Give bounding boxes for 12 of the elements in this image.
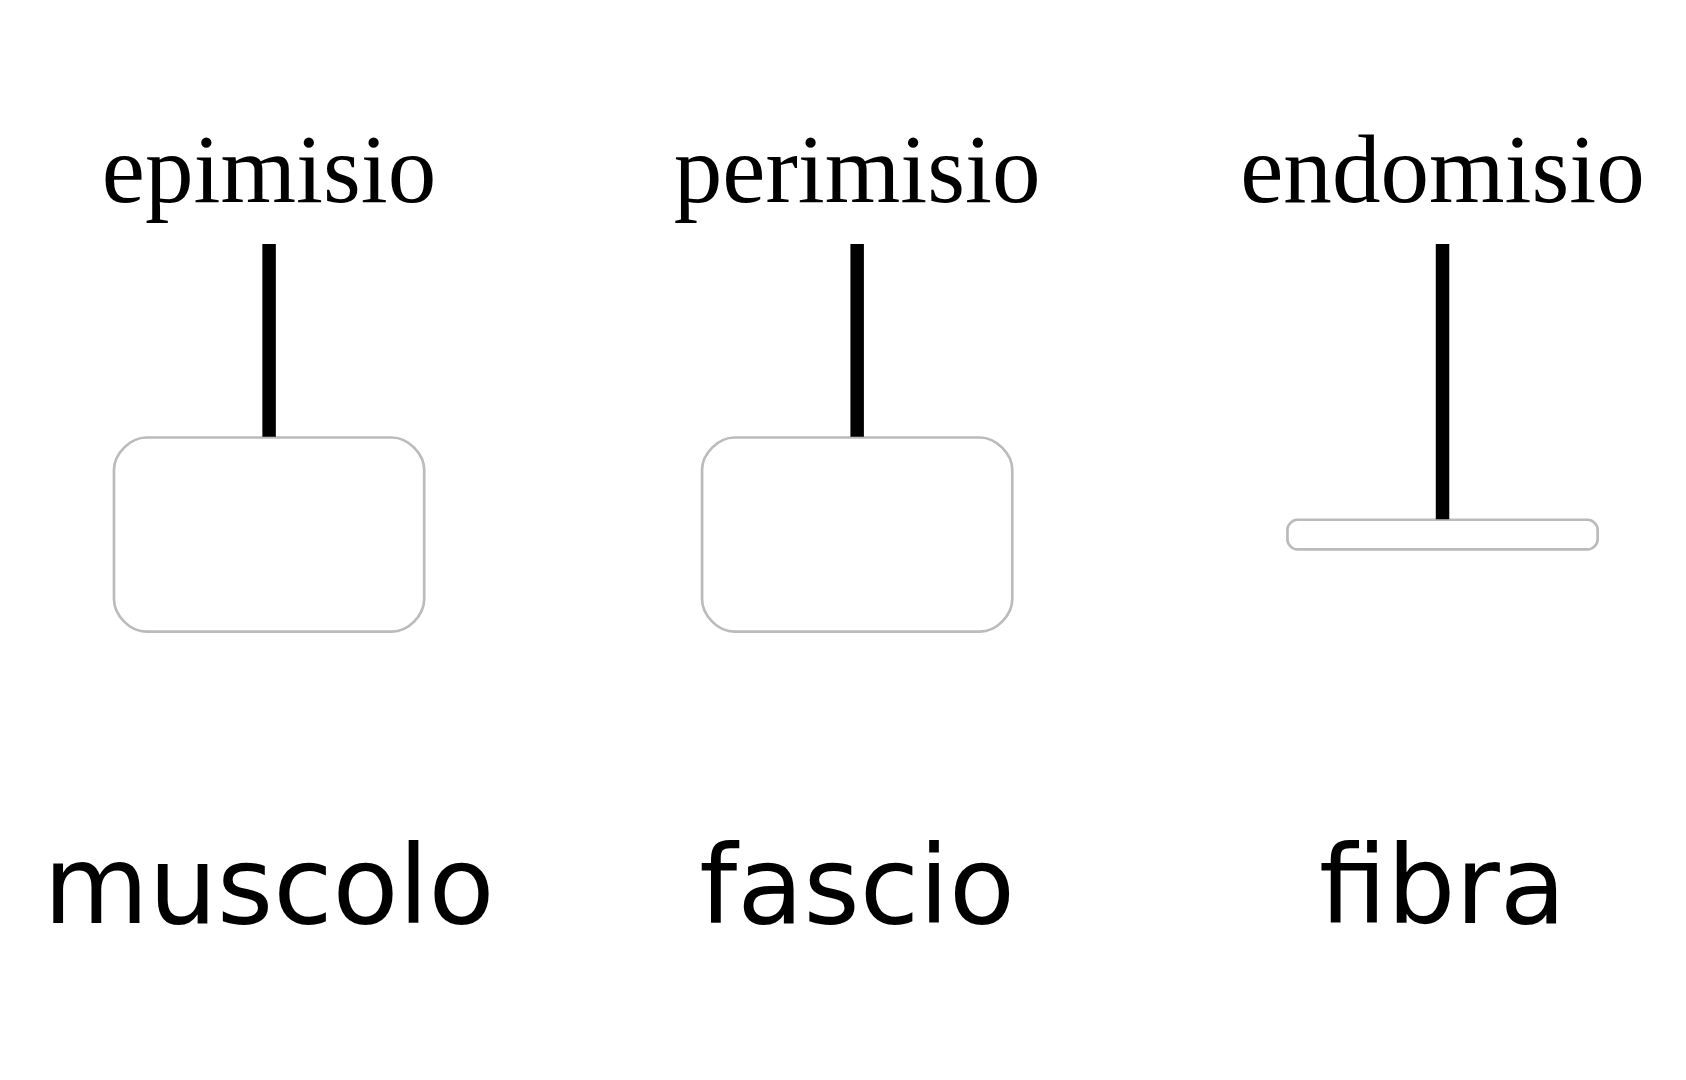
- connector: [262, 243, 276, 437]
- connector: [850, 243, 864, 437]
- label: fibra: [1319, 823, 1566, 949]
- label: muscolo: [43, 823, 495, 949]
- connector: [1435, 243, 1450, 520]
- node-bar: [1286, 518, 1599, 551]
- label: fascio: [699, 823, 1015, 949]
- node-text: perimisio: [673, 115, 1041, 224]
- node-text: endomisio: [1240, 115, 1645, 224]
- node-text: epimisio: [101, 115, 437, 224]
- node-box: [700, 436, 1014, 634]
- node-box: [112, 436, 426, 634]
